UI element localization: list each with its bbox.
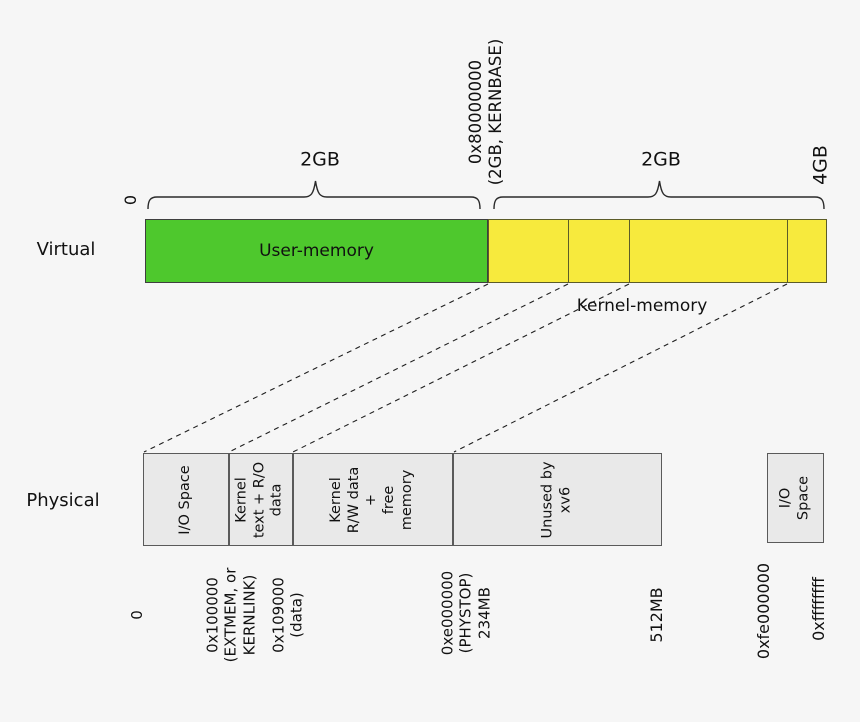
physical-memory-bar: I/O Space Kernel text + R/O data Kernel … xyxy=(143,453,662,546)
physical-tick-data: 0x109000 (data) xyxy=(269,577,306,653)
virtual-tick-4gb: 4GB xyxy=(809,145,832,185)
physical-high-io-space-box: I/O Space xyxy=(767,453,824,543)
physical-tick-0xffffffff: 0xffffffff xyxy=(809,577,829,641)
virtual-row-label: Virtual xyxy=(36,239,96,261)
physical-segment-divider xyxy=(292,454,294,545)
virtual-user-memory-segment: User-memory xyxy=(145,219,488,283)
physical-segment-unused: Unused by xv6 xyxy=(539,460,573,539)
physical-tick-0: 0 xyxy=(127,610,146,620)
physical-tick-0xfe000000: 0xfe000000 xyxy=(754,562,774,660)
kernel-segment-divider xyxy=(786,220,789,282)
kernel-segment-divider xyxy=(567,220,570,282)
right-brace xyxy=(493,180,825,210)
virtual-tick-kernbase: 0x80000000 (2GB, KERNBASE) xyxy=(465,38,505,186)
physical-tick-512mb: 512MB xyxy=(647,587,667,643)
physical-segment-io-space: I/O Space xyxy=(177,464,194,535)
left-brace xyxy=(147,180,481,210)
physical-segment-kernel-text: Kernel text + R/O data xyxy=(233,461,285,538)
physical-segment-divider xyxy=(228,454,230,545)
physical-segment-divider xyxy=(452,454,454,545)
physical-segment-high-io-space: I/O Space xyxy=(777,475,811,521)
map-line-kernbase-to-0 xyxy=(143,283,489,453)
kernel-segment-divider xyxy=(628,220,631,282)
kernel-brace-label: 2GB xyxy=(641,148,681,171)
physical-tick-phystop: 0xe000000 (PHYSTOP) 234MB xyxy=(438,570,494,656)
user-memory-label: User-memory xyxy=(259,241,374,261)
user-brace-label: 2GB xyxy=(300,148,340,171)
physical-row-label: Physical xyxy=(26,490,100,512)
physical-tick-extmem: 0x100000 (EXTMEM, or KERNLINK) xyxy=(203,567,259,663)
virtual-kernel-memory-segment xyxy=(488,219,827,283)
kernel-memory-caption: Kernel-memory xyxy=(576,295,708,316)
physical-segment-kernel-rw: Kernel R/W data + free memory xyxy=(327,466,415,533)
virtual-tick-0: 0 xyxy=(121,194,141,206)
map-line-kernlink xyxy=(228,283,569,453)
